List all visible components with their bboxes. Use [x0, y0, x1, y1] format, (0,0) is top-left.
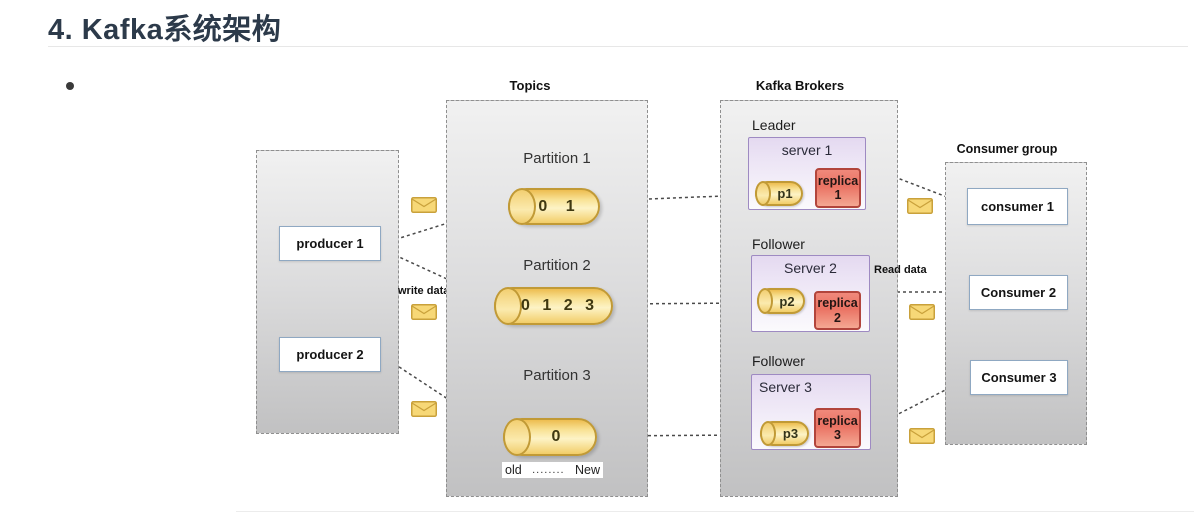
message-envelope-icon — [411, 304, 437, 320]
partition-1-offsets: 0 1 — [538, 197, 582, 215]
heading-divider — [48, 46, 1188, 47]
consumer-3-node: Consumer 3 — [970, 360, 1068, 395]
message-envelope-icon — [411, 401, 437, 417]
p1-partition-cylinder: p1 — [755, 181, 803, 206]
server-2-role-label: Follower — [752, 236, 805, 252]
replica-3-box: replica 3 — [814, 408, 861, 448]
p2-partition-cylinder: p2 — [757, 288, 805, 314]
server-2-name: Server 2 — [784, 260, 837, 276]
replica-1-box: replica 1 — [815, 168, 861, 208]
topics-title: Topics — [509, 78, 551, 93]
kafka-brokers-title: Kafka Brokers — [755, 78, 845, 93]
old-label: old — [505, 463, 522, 477]
server-1-role-label: Leader — [752, 117, 796, 133]
producer-2-node: producer 2 — [279, 337, 381, 372]
partition-1-label: Partition 1 — [523, 150, 591, 167]
server-3-role-label: Follower — [752, 353, 805, 369]
partition-1-log-cylinder: 0 1 — [508, 188, 600, 225]
producers-group-box — [256, 150, 399, 434]
partition-2-offsets: 0 1 2 3 — [521, 297, 598, 314]
server-1-name: server 1 — [781, 142, 833, 158]
bottom-divider — [236, 511, 1194, 512]
write-data-label: write data — [398, 285, 450, 297]
partition-2-label: Partition 2 — [523, 257, 591, 274]
replica-2-word: replica — [817, 296, 858, 311]
message-envelope-icon — [411, 197, 437, 213]
replica-2-box: replica 2 — [814, 291, 861, 330]
partition-3-log-cylinder: 0 — [503, 418, 597, 456]
page-title: 4. Kafka系统架构 — [48, 14, 282, 46]
list-bullet — [66, 82, 74, 90]
replica-2-number: 2 — [834, 310, 841, 325]
p2-label: p2 — [779, 293, 795, 309]
consumer-2-node: Consumer 2 — [969, 275, 1068, 310]
p1-label: p1 — [777, 186, 793, 201]
partition-3-offsets: 0 — [551, 428, 561, 445]
new-label: New — [574, 463, 600, 477]
message-envelope-icon — [909, 428, 935, 444]
message-envelope-icon — [909, 304, 935, 320]
replica-1-number: 1 — [834, 188, 842, 202]
replica-3-word: replica — [817, 413, 858, 428]
consumer-group-title: Consumer group — [956, 142, 1058, 156]
p3-partition-cylinder: p3 — [760, 421, 809, 446]
p3-label: p3 — [782, 426, 799, 441]
replica-3-number: 3 — [834, 428, 841, 442]
producer-1-node: producer 1 — [279, 226, 381, 261]
replica-1-word: replica — [817, 173, 859, 188]
partition-2-log-cylinder: 0 1 2 3 — [494, 287, 613, 325]
old-new-timeline: old ........ New — [502, 462, 603, 478]
partition-3-label: Partition 3 — [523, 367, 591, 384]
consumer-1-node: consumer 1 — [967, 188, 1068, 225]
message-envelope-icon — [907, 198, 933, 214]
timeline-dots: ........ — [532, 464, 565, 476]
server-3-name: Server 3 — [759, 379, 812, 395]
read-data-label: Read data — [874, 264, 927, 276]
